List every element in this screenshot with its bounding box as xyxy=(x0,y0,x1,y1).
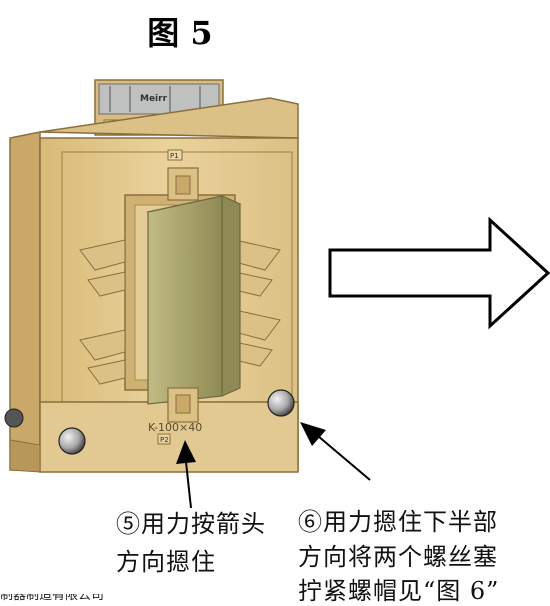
step6-caption-line1: ⑥用力摁住下半部 xyxy=(298,508,498,536)
arrow-to-clip xyxy=(176,440,196,509)
upper-clip: P1 xyxy=(167,149,199,201)
arrow-to-screw xyxy=(300,422,371,481)
model-text: K-100×40 xyxy=(148,421,202,434)
lower-mark-text: P2 xyxy=(160,436,169,444)
busbar-block xyxy=(146,195,242,405)
step5-caption-line2: 方向摁住 xyxy=(116,548,216,576)
screws xyxy=(4,389,295,455)
step6-caption-line3: 拧紧螺帽见“图 6” xyxy=(298,577,500,605)
figure-title: 图 5 xyxy=(147,14,213,52)
footer-company-text: 制器制造有限公司 xyxy=(0,588,105,603)
right-clips xyxy=(234,239,281,367)
lower-clip: P2 xyxy=(160,387,199,444)
step5-caption-line1: ⑤用力按箭头 xyxy=(116,510,266,538)
next-step-arrow xyxy=(328,216,550,330)
left-clips xyxy=(79,239,126,385)
terminal-brand-text: Meirr xyxy=(140,94,168,104)
step6-caption-line2: 方向将两个螺丝塞 xyxy=(298,543,498,571)
upper-mark-text: P1 xyxy=(170,152,179,160)
